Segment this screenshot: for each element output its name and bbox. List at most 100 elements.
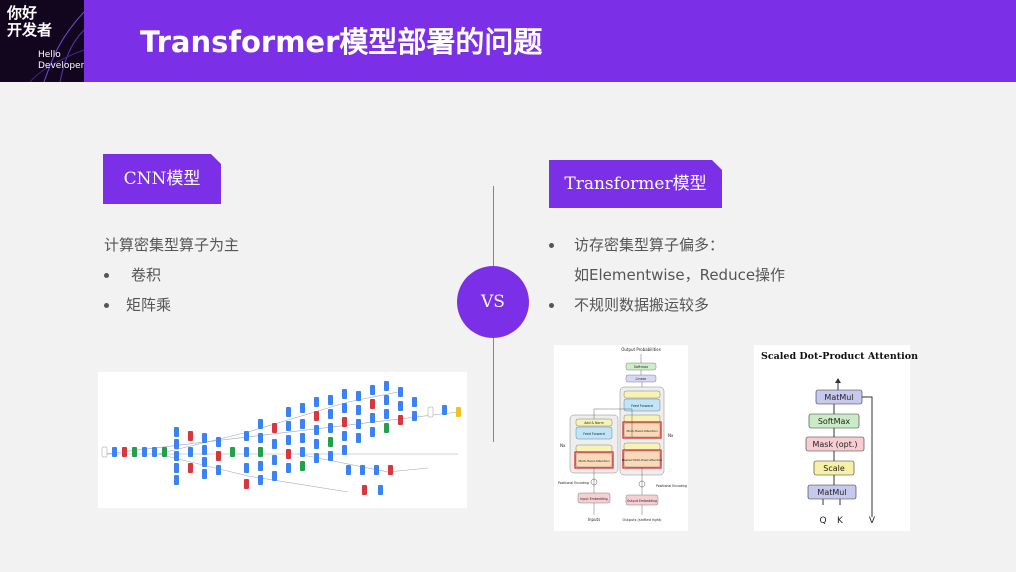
header-bar: 你好 开发者 Hello Developer Transformer模型部署的问…: [0, 0, 1016, 82]
transformer-item-memory: 访存密集型算子偏多：: [574, 236, 725, 254]
cnn-layer-node: [314, 453, 319, 463]
cnn-layer-node: [174, 439, 179, 449]
cnn-layer-node: [456, 407, 461, 417]
transformer-tag: Transformer模型: [549, 160, 722, 208]
attention-input-q: Q: [819, 516, 826, 526]
bullet-dot: [549, 243, 554, 248]
cnn-layer-node: [342, 445, 347, 455]
bullet-dot: [104, 303, 109, 308]
encoder-add-norm-block: [575, 444, 613, 453]
cnn-layer-node: [258, 461, 263, 471]
inputs-label: Inputs: [588, 517, 600, 522]
cnn-layer-node: [384, 381, 389, 391]
logo-decoration: [29, 11, 84, 82]
cnn-layer-node: [384, 409, 389, 419]
logo-cn-line2: 开发者: [7, 21, 53, 39]
attention-softmax-label: SoftMax: [818, 417, 851, 426]
cnn-layer-node: [370, 413, 375, 423]
cnn-layer-node: [300, 461, 305, 471]
input-embedding-label: Input Embedding: [580, 497, 607, 501]
logo-en-line1: Hello: [38, 50, 61, 60]
cnn-layer-node: [360, 465, 365, 475]
cnn-layer-node: [202, 445, 207, 455]
cnn-layer-node: [378, 485, 383, 495]
encoder-feed-forward-label: Feed Forward: [583, 432, 604, 436]
decoder-attention-block: [623, 422, 661, 438]
cnn-tag: CNN模型: [103, 154, 221, 204]
cnn-layer-node: [398, 387, 403, 397]
cnn-layer-node: [244, 479, 249, 489]
cnn-layer-node: [314, 397, 319, 407]
cnn-layer-node: [286, 449, 291, 459]
cnn-layer-node: [188, 431, 193, 441]
cnn-layer-node: [258, 475, 263, 485]
cnn-layer-node: [300, 403, 305, 413]
cnn-layer-node: [272, 439, 277, 449]
cnn-layer-node: [370, 399, 375, 409]
transformer-architecture-image: Output Probabilities Softmax Linear Add …: [554, 345, 688, 531]
cnn-layer-node: [362, 485, 367, 495]
attention-scale-label: Scale: [823, 464, 845, 473]
cnn-layer-node: [342, 389, 347, 399]
cnn-layer-node: [314, 425, 319, 435]
cnn-layer-node: [244, 447, 249, 457]
cnn-layer-node: [342, 431, 347, 441]
decoder-add-norm-block: [623, 442, 661, 451]
cnn-layer-node: [244, 431, 249, 441]
cnn-layer-node: [174, 427, 179, 437]
page-title: Transformer模型部署的问题: [140, 25, 543, 59]
cnn-layer-node: [216, 437, 221, 447]
cnn-layer-node: [188, 463, 193, 473]
cnn-layer-node: [388, 465, 393, 475]
output-embedding-label: Output Embedding: [627, 499, 657, 503]
cnn-layer-node: [342, 403, 347, 413]
decoder-positional-encoding-label: Positional Encoding: [656, 484, 687, 488]
cnn-layer-node: [328, 423, 333, 433]
cnn-layer-node: [286, 435, 291, 445]
attention-matmul-bottom-block: [807, 484, 857, 500]
cnn-layer-node: [122, 447, 127, 457]
cnn-layer-node: [342, 417, 347, 427]
cnn-layer-node: [356, 391, 361, 401]
vs-badge: VS: [457, 266, 529, 338]
cnn-layer-node: [442, 405, 447, 415]
cnn-layer-node: [202, 469, 207, 479]
encoder-attention-label: Multi-Head Attention: [578, 459, 609, 463]
cnn-layer-node: [258, 419, 263, 429]
attention-title: Scaled Dot-Product Attention: [761, 351, 918, 362]
cnn-node-group: [101, 381, 461, 495]
decoder-feed-forward-label: Feed Forward: [631, 404, 652, 408]
cnn-layer-node: [101, 446, 108, 458]
cnn-layer-node: [286, 421, 291, 431]
decoder-feed-forward-block: [623, 398, 661, 412]
cnn-layer-node: [286, 407, 291, 417]
bullet-dot: [104, 273, 109, 278]
cnn-layer-node: [356, 419, 361, 429]
cnn-layer-node: [427, 406, 434, 418]
attention-mask-block: [805, 436, 865, 452]
cnn-layer-node: [202, 433, 207, 443]
hello-developer-logo: 你好 开发者 Hello Developer: [0, 0, 84, 82]
cnn-layer-node: [384, 423, 389, 433]
cnn-layer-node: [314, 439, 319, 449]
cnn-layer-node: [356, 405, 361, 415]
scaled-dot-product-attention-image: Scaled Dot-Product Attention: [754, 345, 918, 531]
cnn-layer-node: [258, 433, 263, 443]
cnn-layer-node: [174, 463, 179, 473]
cnn-heading: 计算密集型算子为主: [104, 236, 240, 254]
cnn-layer-node: [328, 451, 333, 461]
logo-chinese-text: 你好 开发者: [7, 5, 67, 39]
cnn-layer-node: [398, 415, 403, 425]
cnn-layer-node: [216, 451, 221, 461]
logo-en-line2: Developer: [38, 61, 84, 71]
cnn-layer-node: [112, 447, 117, 457]
decoder-nx-label: Nx: [668, 433, 674, 438]
outputs-label: Outputs (shifted right): [622, 518, 662, 522]
transformer-item-irregular: 不规则数据搬运较多: [574, 296, 710, 314]
cnn-layer-node: [142, 447, 147, 457]
cnn-layer-node: [300, 433, 305, 443]
decoder-masked-attention-label: Masked Multi-Head Attention: [622, 458, 663, 462]
cnn-layer-node: [244, 463, 249, 473]
encoder-add-norm-label: Add & Norm: [584, 421, 603, 425]
